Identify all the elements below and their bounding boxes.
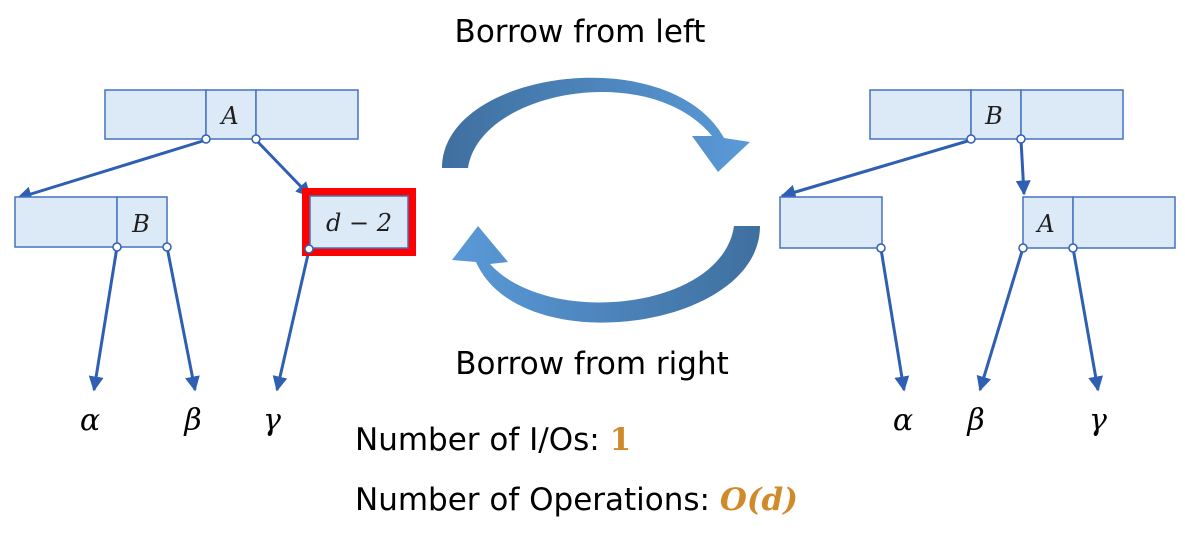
leaf-alpha: α: [80, 403, 100, 438]
pointer-dot: [201, 134, 211, 144]
edge-left-root-to-d2-node: [254, 138, 312, 198]
pointer-dot: [1018, 243, 1028, 253]
edge-left-d2-to-gamma: [272, 249, 311, 392]
curved-arrow-top-icon: [442, 77, 750, 172]
operations-value: O(d): [720, 482, 798, 518]
underflow-node: d − 2: [302, 188, 416, 256]
io-count-line: Number of I/Os: 1: [355, 422, 631, 458]
pointer-dot: [1068, 243, 1078, 253]
io-count-label: Number of I/Os:: [355, 422, 610, 458]
right-right-child-node: A: [1022, 196, 1176, 249]
edge-left-b-to-beta: [165, 246, 200, 392]
pointer-dot: [876, 243, 886, 253]
key-b: B: [984, 102, 1003, 130]
operations-line: Number of Operations: O(d): [355, 482, 798, 518]
leaf-gamma: γ: [263, 403, 281, 438]
complexity-stats: Number of I/Os: 1 Number of Operations: …: [355, 422, 798, 518]
right-tree: B A α β γ: [779, 89, 1176, 438]
edge-right-a-to-beta: [976, 247, 1025, 392]
pointer-dot: [112, 242, 122, 252]
right-root-node: B: [869, 89, 1124, 140]
right-left-child-node: [779, 196, 883, 249]
pointer-dot: [162, 242, 172, 252]
io-count-value: 1: [610, 422, 632, 458]
cycle-arrows: [442, 77, 760, 323]
pointer-dot: [966, 134, 976, 144]
edge-left-root-to-b-node: [16, 138, 207, 202]
pointer-dot: [304, 244, 314, 254]
pointer-dot: [1016, 134, 1026, 144]
left-tree: A B d − 2 α β γ: [14, 89, 416, 438]
caption-borrow-from-right: Borrow from right: [455, 346, 729, 382]
curved-arrow-bottom-icon: [452, 226, 760, 323]
key-a: A: [1035, 210, 1054, 238]
key-b: B: [131, 210, 150, 238]
leaf-beta: β: [966, 403, 984, 438]
key-a: A: [219, 102, 238, 130]
leaf-gamma: γ: [1089, 403, 1107, 438]
edge-right-root-to-left-child: [780, 138, 972, 200]
operations-label: Number of Operations:: [355, 482, 720, 518]
left-root-node: A: [104, 89, 359, 140]
caption-borrow-from-left: Borrow from left: [455, 14, 706, 50]
edge-right-root-to-a-node: [1015, 139, 1031, 196]
edge-left-b-to-alpha: [88, 246, 119, 392]
leaf-alpha: α: [893, 403, 913, 438]
edge-right-a-to-gamma: [1071, 247, 1104, 392]
left-child-node: B: [14, 196, 168, 248]
node-size-label: d − 2: [326, 209, 392, 237]
edge-right-left-child-to-alpha: [879, 248, 910, 392]
pointer-dot: [251, 134, 261, 144]
leaf-beta: β: [183, 403, 201, 438]
